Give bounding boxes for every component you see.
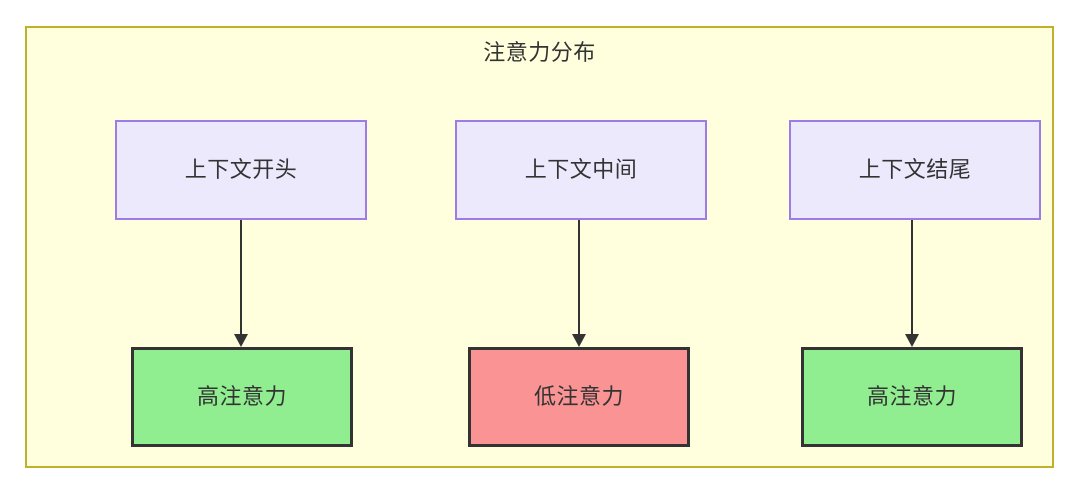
- node-low-attention-middle[interactable]: 低注意力: [468, 347, 690, 447]
- edge-line: [240, 220, 242, 336]
- edge-beginning-to-high-attention: [233, 220, 249, 348]
- edge-middle-to-low-attention: [571, 220, 587, 348]
- node-high-attention-left-label: 高注意力: [196, 384, 287, 409]
- node-context-middle[interactable]: 上下文中间: [455, 120, 707, 220]
- arrow-head-icon: [572, 334, 586, 347]
- node-low-attention-middle-label: 低注意力: [533, 384, 624, 409]
- node-context-end[interactable]: 上下文结尾: [789, 120, 1041, 220]
- subgraph-title: 注意力分布: [483, 40, 596, 65]
- node-context-beginning[interactable]: 上下文开头: [115, 120, 367, 220]
- arrow-head-icon: [234, 334, 248, 347]
- edge-line: [578, 220, 580, 336]
- edge-end-to-high-attention: [904, 220, 920, 348]
- arrow-head-icon: [905, 334, 919, 347]
- node-context-end-label: 上下文结尾: [858, 157, 972, 182]
- node-context-middle-label: 上下文中间: [524, 157, 638, 182]
- attention-distribution-subgraph: 注意力分布 上下文开头 上下文中间 上下文结尾 高注意力 低: [25, 26, 1054, 468]
- node-context-beginning-label: 上下文开头: [184, 157, 298, 182]
- node-high-attention-left[interactable]: 高注意力: [131, 347, 353, 447]
- node-high-attention-right[interactable]: 高注意力: [801, 347, 1023, 447]
- edge-line: [911, 220, 913, 336]
- node-high-attention-right-label: 高注意力: [866, 384, 957, 409]
